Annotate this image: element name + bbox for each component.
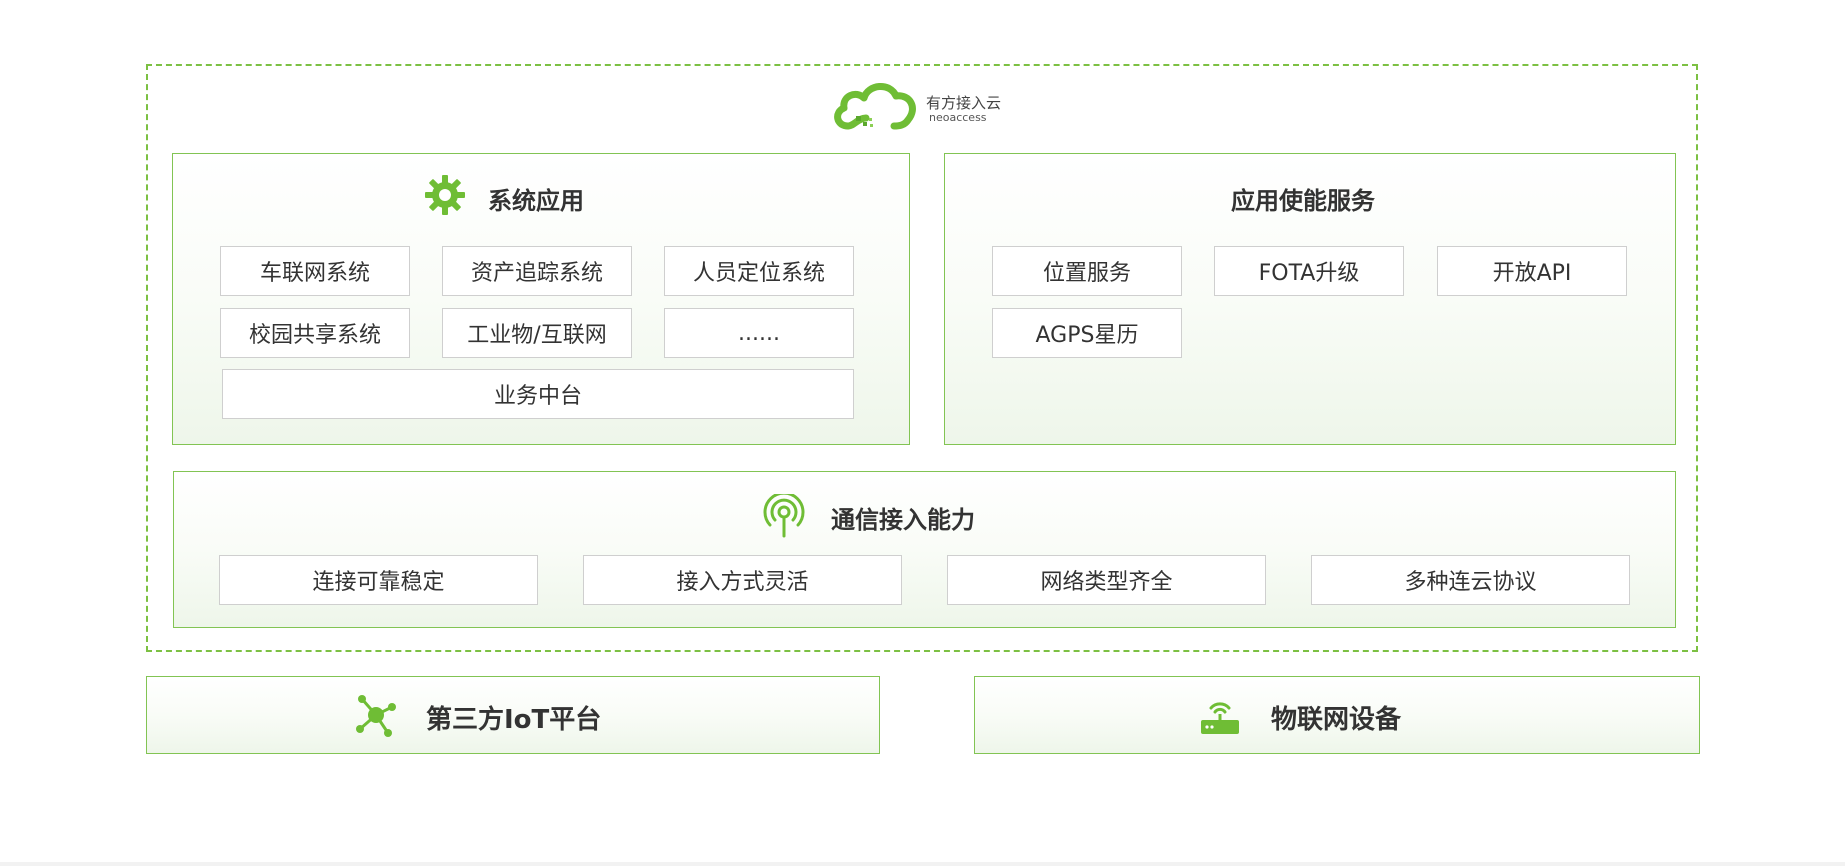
- third-party-iot-title: 第三方IoT平台: [426, 705, 602, 735]
- signal-antenna-icon: [763, 494, 805, 538]
- comm-item-reliable: 连接可靠稳定: [219, 555, 538, 605]
- logo-name: 有方接入云: [926, 94, 1002, 112]
- system-item-asset-tracking: 资产追踪系统: [442, 246, 632, 296]
- comm-item-network-types: 网络类型齐全: [947, 555, 1266, 605]
- network-hub-icon: [356, 695, 396, 737]
- system-item-industrial-iot: 工业物/互联网: [442, 308, 632, 358]
- cloud-logo-icon: [834, 83, 916, 130]
- system-item-vehicle: 车联网系统: [220, 246, 410, 296]
- comm-access-title: 通信接入能力: [831, 506, 975, 534]
- service-item-open-api: 开放API: [1437, 246, 1627, 296]
- third-party-iot-panel: 第三方IoT平台: [146, 676, 880, 754]
- comm-access-panel: 通信接入能力 连接可靠稳定 接入方式灵活 网络类型齐全 多种连云协议: [173, 471, 1676, 628]
- iot-devices-title: 物联网设备: [1271, 705, 1402, 735]
- system-item-campus-sharing: 校园共享系统: [220, 308, 410, 358]
- service-item-location: 位置服务: [992, 246, 1182, 296]
- page-bottom-divider: [0, 862, 1845, 866]
- system-item-more: ......: [664, 308, 854, 358]
- system-app-panel: 系统应用 车联网系统 资产追踪系统 人员定位系统 校园共享系统 工业物/互联网 …: [172, 153, 910, 445]
- system-item-personnel-location: 人员定位系统: [664, 246, 854, 296]
- business-platform-box: 业务中台: [222, 369, 854, 419]
- enable-service-title: 应用使能服务: [1231, 187, 1375, 215]
- comm-item-flexible: 接入方式灵活: [583, 555, 902, 605]
- gear-icon: [425, 175, 465, 215]
- iot-devices-panel: 物联网设备: [974, 676, 1700, 754]
- service-item-fota: FOTA升级: [1214, 246, 1404, 296]
- service-item-agps: AGPS星历: [992, 308, 1182, 358]
- system-app-title: 系统应用: [488, 187, 584, 215]
- neoaccess-logo: 有方接入云 neoaccess: [834, 78, 1014, 132]
- router-icon: [1201, 702, 1239, 734]
- logo-subtitle: neoaccess: [929, 111, 987, 124]
- neoaccess-cloud-frame: [146, 64, 1698, 652]
- enable-service-panel: 应用使能服务 位置服务 FOTA升级 开放API AGPS星历: [944, 153, 1676, 445]
- comm-item-protocols: 多种连云协议: [1311, 555, 1630, 605]
